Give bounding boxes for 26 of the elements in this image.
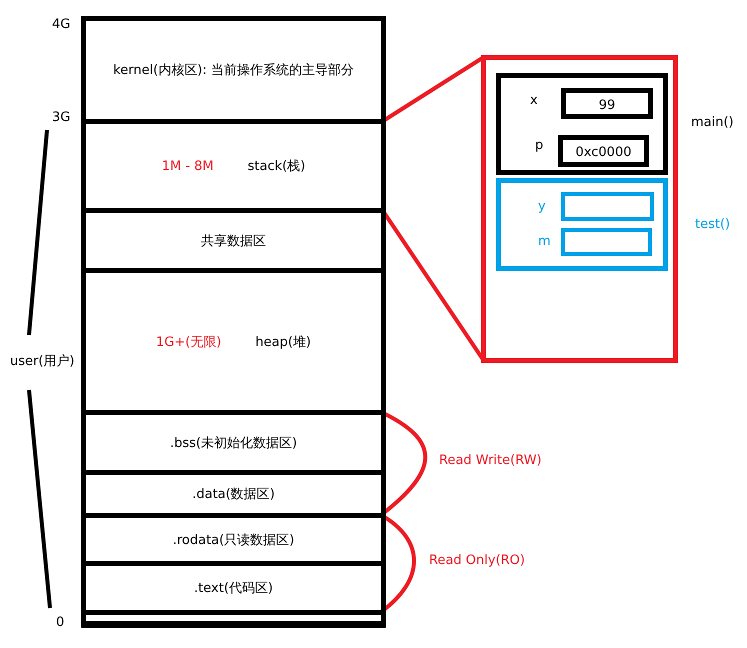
- variable-value-box: 99: [561, 88, 653, 119]
- segment-label: 共享数据区: [201, 232, 266, 250]
- variable-name: y: [538, 199, 546, 214]
- segment-label: .rodata(只读数据区): [172, 532, 294, 548]
- segment-label: heap(堆): [255, 334, 311, 350]
- empty-value-box: [561, 192, 654, 221]
- size-note: 1G+(无限): [156, 334, 222, 350]
- segment-label: .bss(未初始化数据区): [170, 434, 298, 452]
- function-label: main(): [691, 115, 734, 130]
- address-label: 4G: [52, 17, 70, 32]
- function-label: test(): [695, 217, 730, 232]
- access-label: Read Only(RO): [429, 553, 525, 568]
- variable-name: x: [530, 93, 538, 108]
- empty-value-box: [561, 228, 652, 256]
- segment-label: stack(栈): [248, 158, 306, 175]
- variable-name: m: [538, 234, 551, 249]
- region-label: user(用户): [10, 353, 74, 370]
- segment-label: kernel(内核区): 当前操作系统的主导部分: [113, 62, 354, 79]
- address-label: 0: [56, 615, 64, 630]
- variable-value-box: 0xc0000: [558, 135, 649, 167]
- segment-label: .data(数据区): [192, 486, 275, 503]
- access-label: Read Write(RW): [439, 453, 542, 468]
- segment-label: .text(代码区): [194, 580, 273, 597]
- variable-name: p: [535, 138, 544, 153]
- address-label: 3G: [52, 110, 70, 125]
- size-note: 1M - 8M: [162, 158, 214, 174]
